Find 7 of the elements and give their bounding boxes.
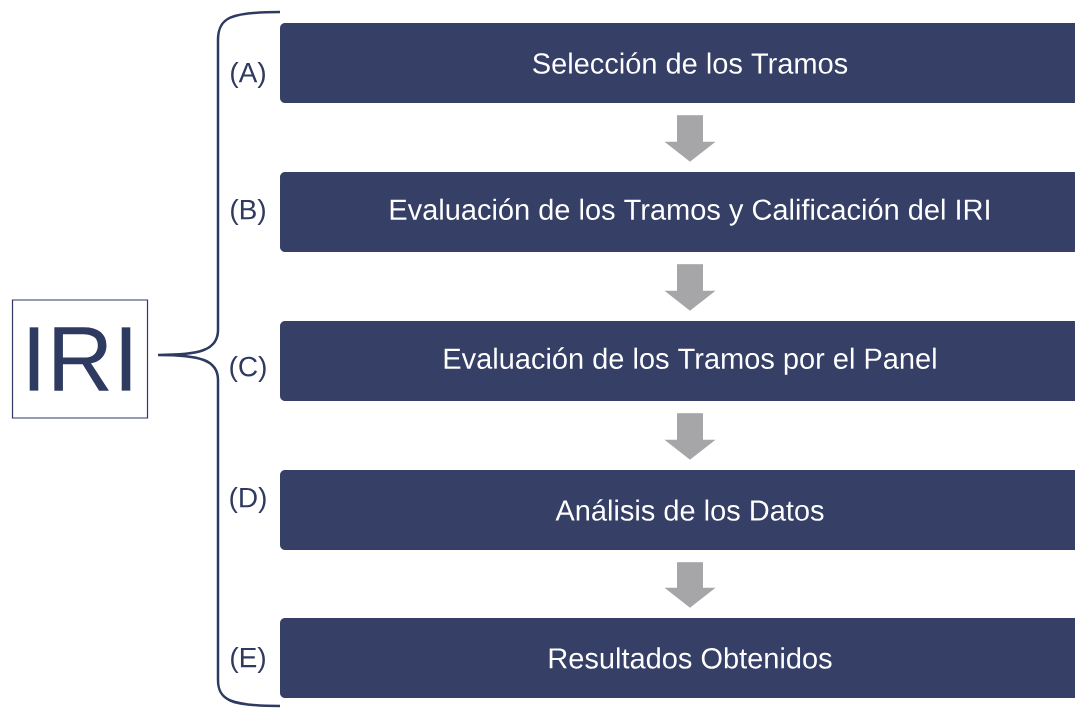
- process-box: Evaluación de los Tramos por el Panel: [280, 321, 1075, 401]
- process-box: Selección de los Tramos: [280, 23, 1075, 103]
- step-letter: (C): [230, 355, 266, 383]
- title-box: IRI: [11, 299, 149, 419]
- process-box: Evaluación de los Tramos y Calificación del IRI: [280, 172, 1075, 252]
- process-box: Análisis de los Datos: [280, 470, 1075, 550]
- process-box: Resultados Obtenidos: [280, 618, 1075, 698]
